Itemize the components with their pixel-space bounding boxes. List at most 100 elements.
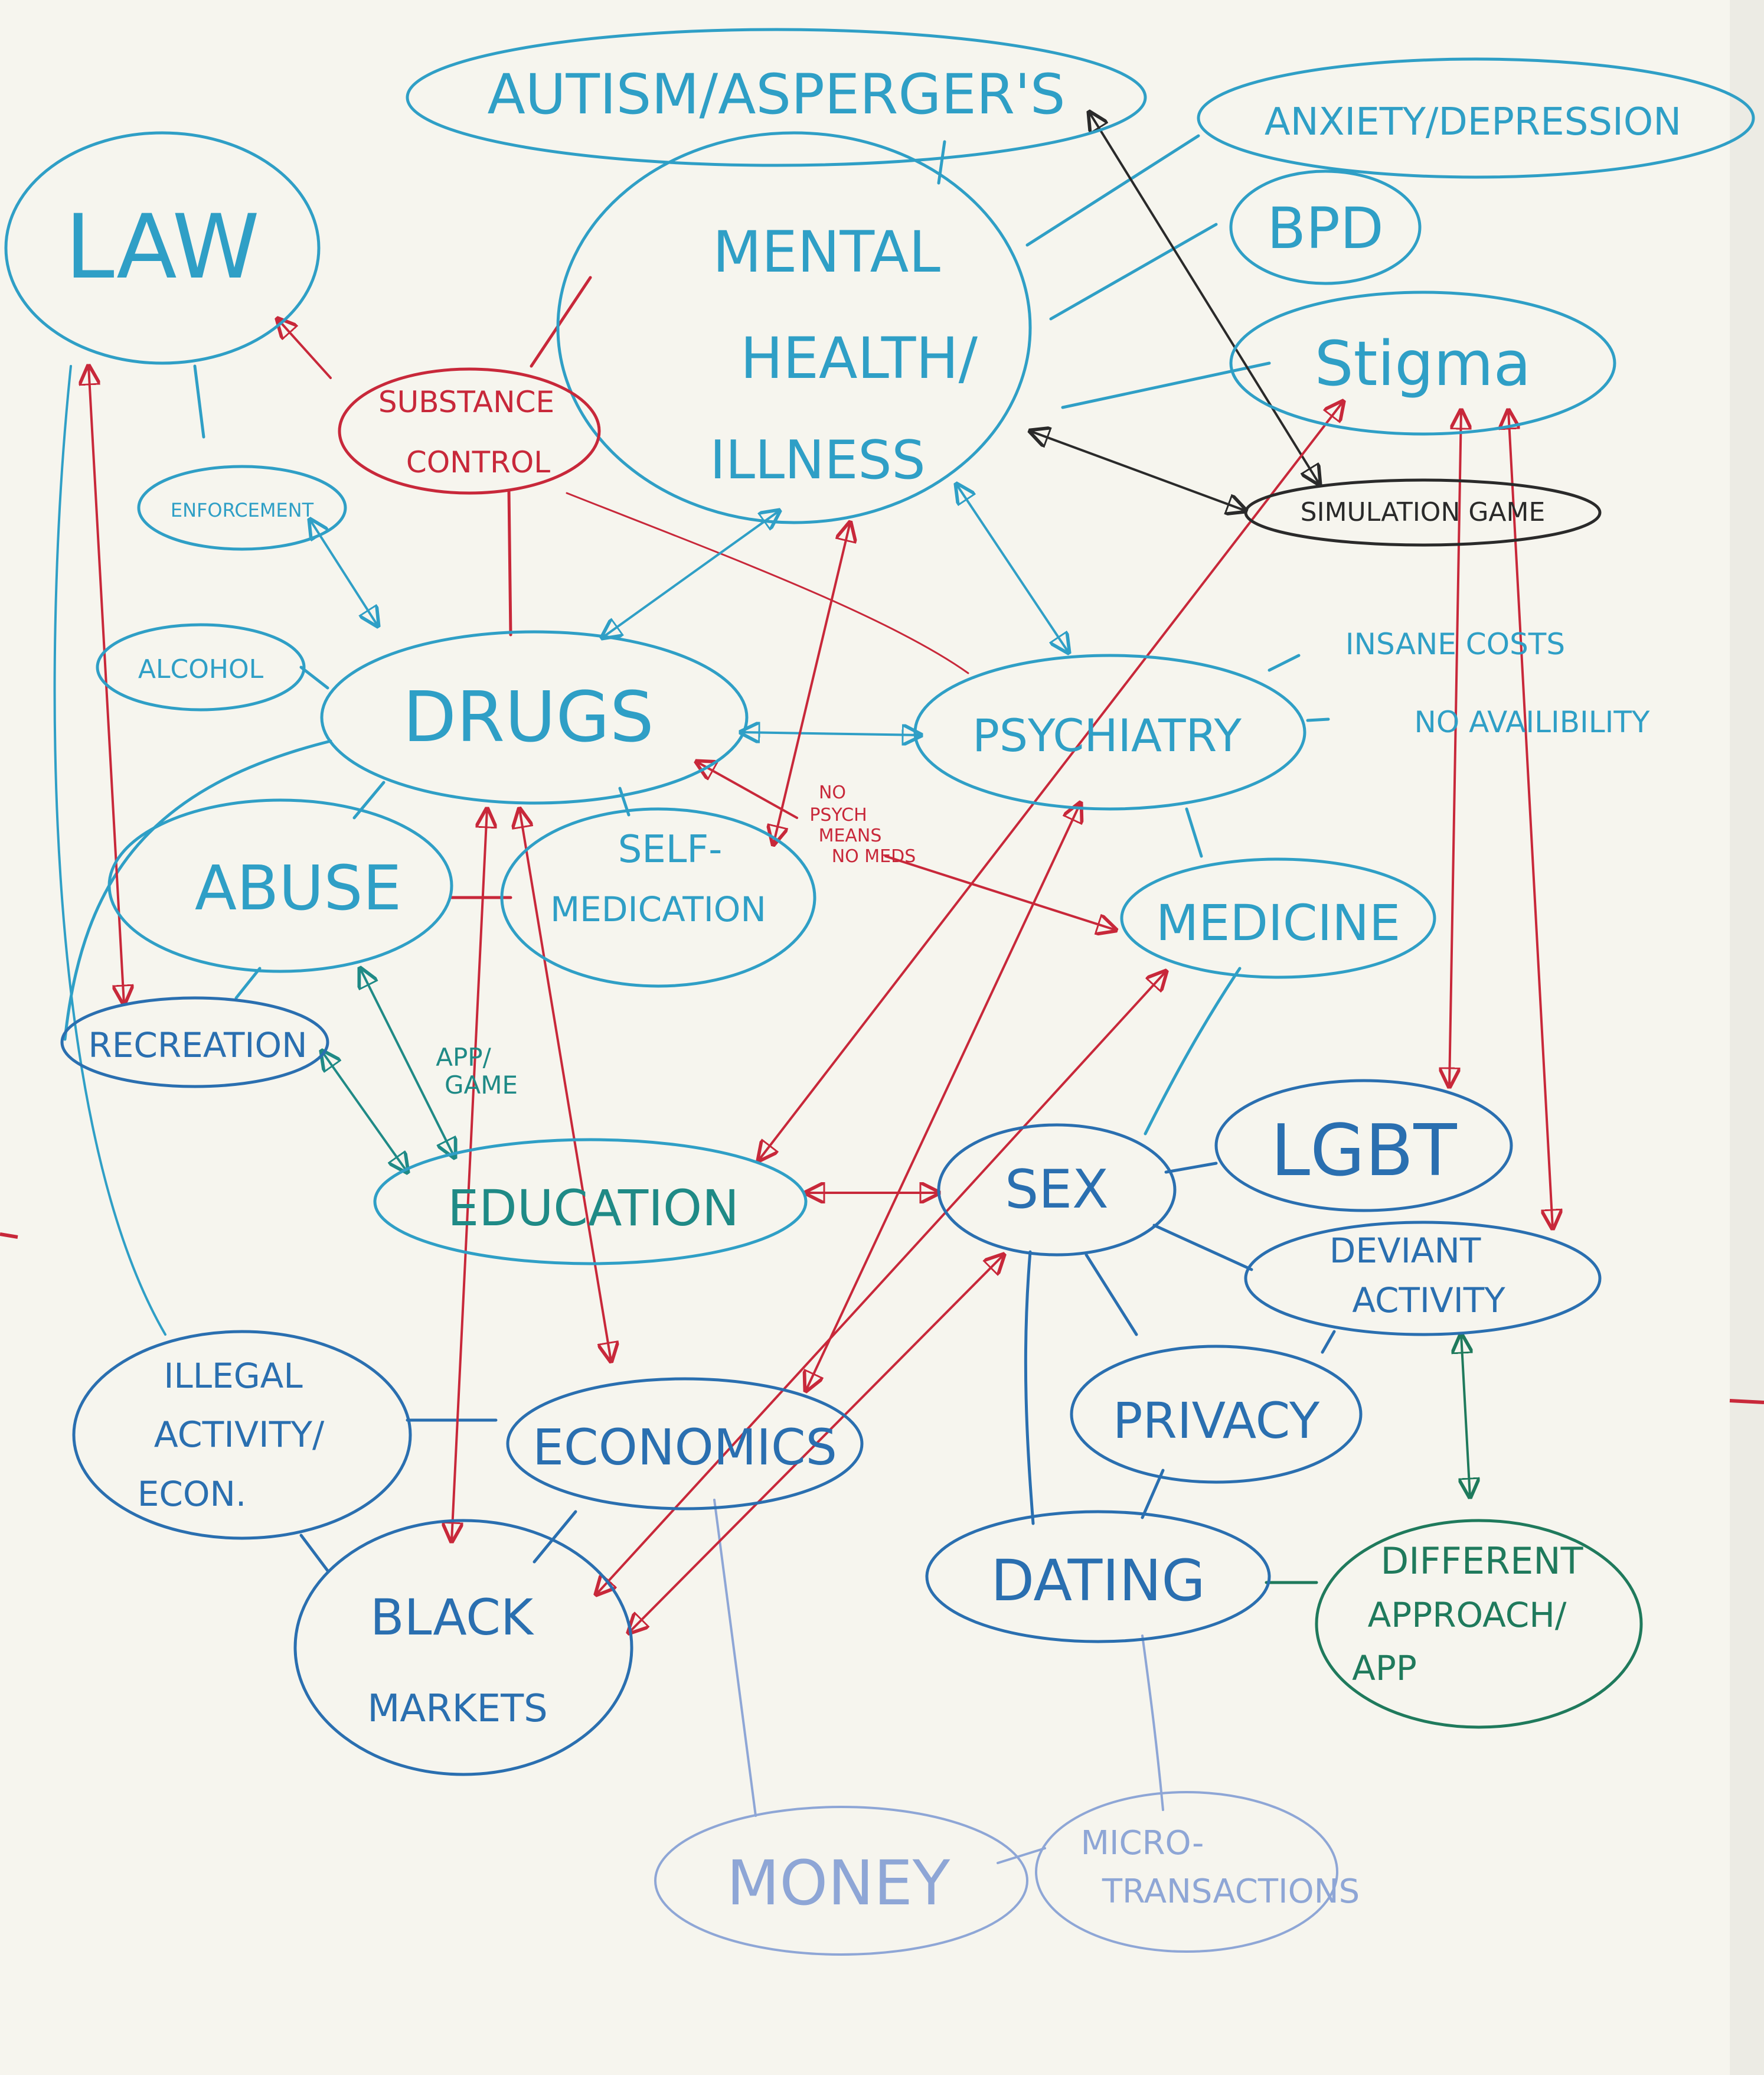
label-drugs: DRUGS xyxy=(403,676,654,758)
arrow-stigma-deviant xyxy=(1508,410,1553,1228)
label-dating: DATING xyxy=(991,1548,1206,1614)
node-anxiety-oval xyxy=(1197,57,1755,179)
link-illegal-black xyxy=(299,1534,329,1572)
node-mental-oval xyxy=(556,131,1032,524)
node-different-oval xyxy=(1315,1519,1643,1729)
arrow-substance-law xyxy=(277,319,332,379)
label-sex: SEX xyxy=(1005,1159,1109,1221)
node-lgbt-oval xyxy=(1214,1079,1513,1212)
label-micro-2: TRANSACTIONS xyxy=(1102,1872,1360,1911)
label-stigma: Stigma xyxy=(1315,328,1531,400)
label-substance-1: SUBSTANCE xyxy=(378,385,554,419)
node-labels: AUTISM/ASPERGER'S ANXIETY/DEPRESSION BPD… xyxy=(65,63,1681,1919)
link-alcohol-drugs xyxy=(299,665,329,690)
label-lgbt: LGBT xyxy=(1270,1110,1457,1192)
label-mental-3: ILLNESS xyxy=(710,429,925,491)
label-deviant-1: DEVIANT xyxy=(1329,1231,1481,1271)
link-money-micro xyxy=(997,1847,1046,1864)
node-economics-oval xyxy=(506,1377,864,1510)
link-law-illegal xyxy=(53,365,166,1336)
node-abuse-oval xyxy=(107,798,453,973)
paper-right-red-mark xyxy=(1729,1399,1764,1404)
label-black-1: BLACK xyxy=(370,1588,534,1646)
link-substance-drugs xyxy=(507,488,512,637)
node-self-oval xyxy=(500,807,816,988)
node-illegal-oval xyxy=(72,1330,412,1540)
node-deviant-oval xyxy=(1244,1221,1602,1336)
node-money-oval xyxy=(654,1806,1028,1956)
link-autism-mental xyxy=(937,140,946,185)
label-deviant-2: ACTIVITY xyxy=(1352,1280,1505,1320)
label-anxiety: ANXIETY/DEPRESSION xyxy=(1265,100,1681,144)
label-insane-costs: INSANE COSTS xyxy=(1345,627,1565,661)
link-mental-substance xyxy=(530,276,592,368)
label-self-1: SELF- xyxy=(618,828,723,872)
label-no-psych-1: NO xyxy=(819,782,846,803)
arrow-enforcement-drugs xyxy=(310,520,378,626)
label-app-game-2: GAME xyxy=(445,1071,518,1100)
node-substance-oval xyxy=(338,367,601,495)
label-simulation: SIMULATION GAME xyxy=(1301,497,1546,527)
link-law-enforcement xyxy=(193,364,205,439)
label-illegal-3: ECON. xyxy=(138,1474,247,1514)
label-mental-2: HEALTH/ xyxy=(740,325,978,391)
paper-left-red-mark xyxy=(0,1232,18,1239)
node-enforcement-oval xyxy=(137,465,347,551)
label-no-psych-2: PSYCH xyxy=(809,805,867,826)
node-drugs-oval xyxy=(320,630,749,805)
arrow-connectors xyxy=(89,112,1553,1633)
label-no-psych-3: MEANS xyxy=(819,826,882,846)
label-self-2: MEDICATION xyxy=(550,889,766,929)
node-medicine-oval xyxy=(1120,857,1436,979)
paper-right-edge xyxy=(1730,0,1764,2075)
node-recreation-oval xyxy=(60,996,329,1088)
node-psychiatry-oval xyxy=(913,654,1306,811)
label-economics: ECONOMICS xyxy=(533,1418,837,1476)
link-economics-black xyxy=(533,1510,577,1564)
label-black-2: MARKETS xyxy=(367,1687,548,1731)
label-different-1: DIFFERENT xyxy=(1380,1539,1583,1583)
link-psychiatry-avail xyxy=(1306,717,1330,722)
link-sex-deviant xyxy=(1152,1224,1253,1271)
label-education: EDUCATION xyxy=(447,1179,739,1237)
arrow-mental-drugs xyxy=(602,511,779,638)
label-illegal-2: ACTIVITY/ xyxy=(154,1414,325,1456)
label-substance-2: CONTROL xyxy=(406,445,550,479)
node-alcohol-oval xyxy=(96,623,306,712)
label-psychiatry: PSYCHIATRY xyxy=(972,709,1242,762)
label-privacy: PRIVACY xyxy=(1113,1392,1320,1450)
node-autism-oval xyxy=(406,28,1147,167)
label-enforcement: ENFORCEMENT xyxy=(171,499,314,521)
arrow-recreation-education xyxy=(322,1051,407,1172)
node-sex-oval xyxy=(937,1123,1177,1257)
label-recreation: RECREATION xyxy=(88,1025,307,1065)
label-bpd: BPD xyxy=(1267,195,1384,262)
node-stigma-oval xyxy=(1229,291,1616,436)
label-autism: AUTISM/ASPERGER'S xyxy=(487,63,1065,127)
link-deviant-privacy xyxy=(1321,1330,1336,1354)
arrow-deviant-different xyxy=(1461,1335,1470,1497)
node-privacy-oval xyxy=(1070,1345,1363,1484)
arrow-stigma-lgbt xyxy=(1449,410,1461,1087)
label-no-availability: NO AVAILIBILITY xyxy=(1415,705,1650,739)
node-dating-oval xyxy=(925,1510,1271,1643)
node-law-oval xyxy=(4,131,321,365)
label-no-psych-4: NO MEDS xyxy=(832,846,916,867)
label-medicine: MEDICINE xyxy=(1156,894,1400,952)
node-shapes xyxy=(4,28,1755,1956)
label-abuse: ABUSE xyxy=(195,852,401,924)
label-micro-1: MICRO- xyxy=(1081,1824,1204,1862)
label-illegal-1: ILLEGAL xyxy=(164,1356,302,1396)
node-micro-oval xyxy=(1035,1791,1338,1953)
label-alcohol: ALCOHOL xyxy=(138,654,264,684)
link-drugs-abuse xyxy=(352,781,386,820)
label-law: LAW xyxy=(65,196,260,299)
node-simulation-oval xyxy=(1244,478,1602,547)
label-mental-1: MENTAL xyxy=(713,219,940,285)
link-drugs-recreation xyxy=(63,739,332,1041)
label-money: MONEY xyxy=(727,1847,950,1919)
label-different-3: APP xyxy=(1352,1648,1417,1688)
label-different-2: APPROACH/ xyxy=(1368,1595,1567,1635)
label-app-game-1: APP/ xyxy=(436,1043,491,1072)
